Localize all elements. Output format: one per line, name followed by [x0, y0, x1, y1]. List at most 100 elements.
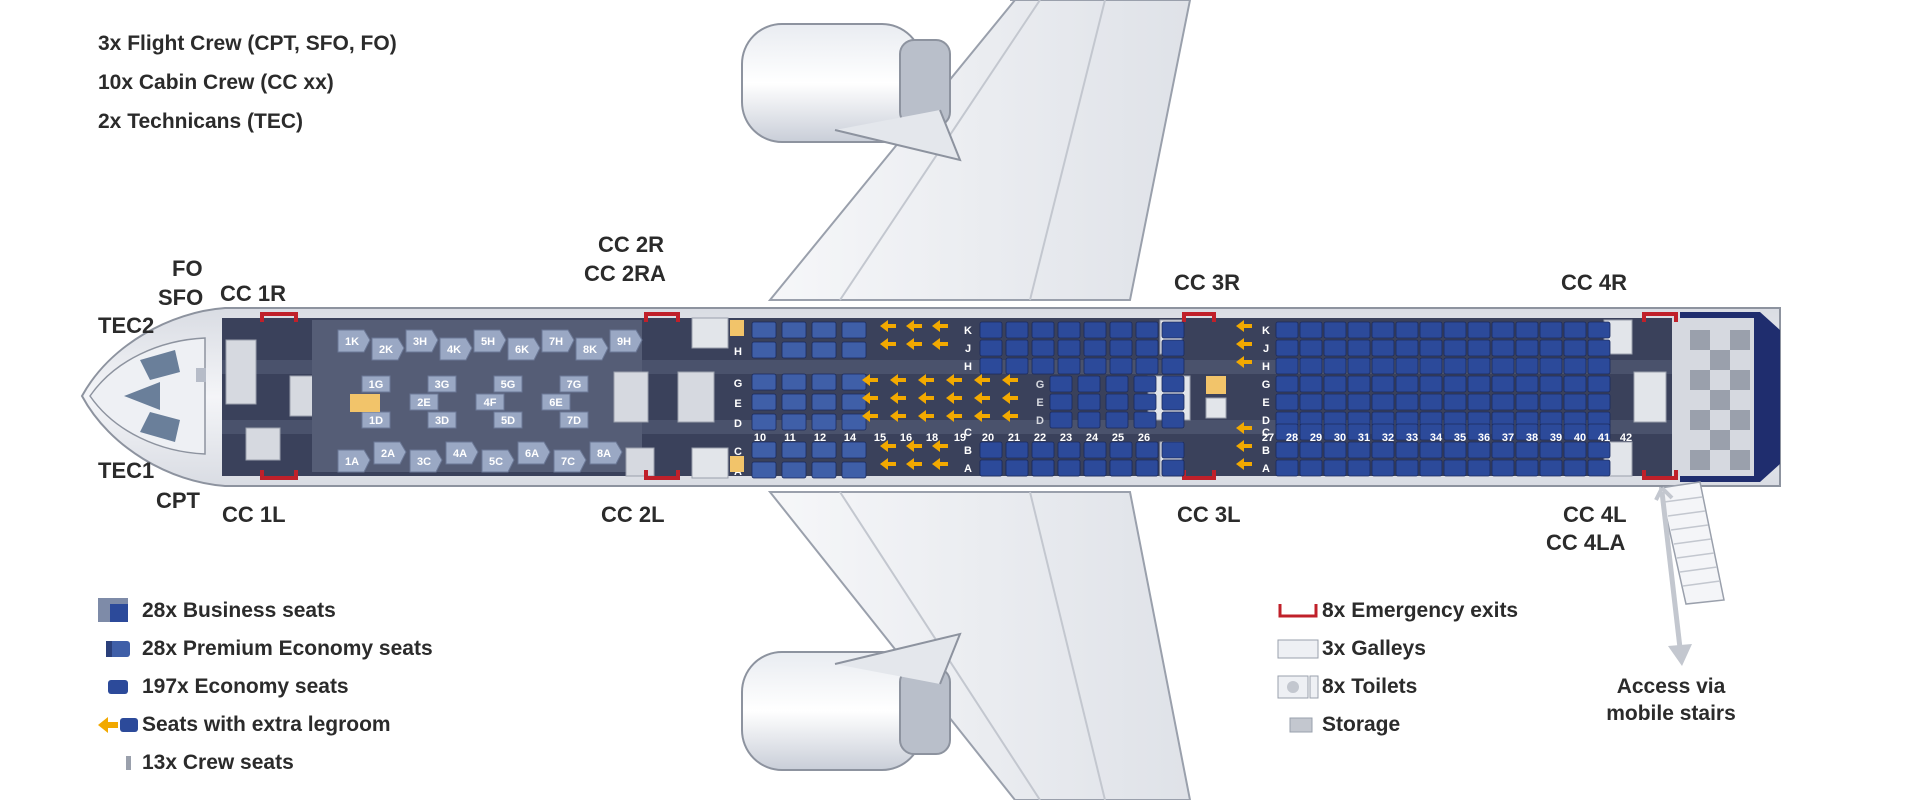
legend-item-exits: 8x Emergency exits [1276, 592, 1518, 630]
economy-seat [1587, 321, 1611, 339]
legroom-arrow [1002, 410, 1018, 422]
business-seat [541, 329, 575, 353]
economy-seat [1077, 411, 1101, 429]
crew-label-cc4r: CC 4R [1561, 270, 1628, 295]
economy-seat [1587, 393, 1611, 411]
economy-seat [1133, 375, 1157, 393]
galley-icon [1276, 636, 1322, 662]
economy-seat [1049, 393, 1073, 411]
economy-seat [1467, 423, 1491, 441]
row-number: 27 [1262, 432, 1274, 444]
business-seat [553, 449, 587, 473]
row-number: 22 [1034, 432, 1046, 444]
legroom-arrow [1236, 356, 1252, 368]
economy-seat [1109, 441, 1133, 459]
crew-label-fo: FO [172, 256, 203, 281]
economy-seat [1563, 423, 1587, 441]
business-seat-label: 5C [489, 456, 503, 468]
economy-seat [1135, 441, 1159, 459]
crew-label-sfo: SFO [158, 285, 204, 310]
extra-legroom-icon [96, 712, 142, 738]
economy-seat [1275, 459, 1299, 477]
row-number: 38 [1526, 432, 1538, 444]
row-number: 14 [844, 432, 857, 444]
economy-seat [1299, 441, 1323, 459]
business-seat [427, 375, 457, 393]
legroom-arrow [946, 374, 962, 386]
row-number: 30 [1334, 432, 1346, 444]
economy-seat [1031, 459, 1055, 477]
economy-seat [1135, 459, 1159, 477]
economy-seat [1083, 339, 1107, 357]
economy-seat [1443, 459, 1467, 477]
bulkhead-marker [350, 394, 380, 412]
bulkhead-marker [730, 456, 744, 472]
economy-seat [1299, 423, 1323, 441]
crew-label-tec2: TEC2 [98, 313, 155, 338]
business-seat-label: 3G [435, 379, 450, 391]
legend-item-legroom: Seats with extra legroom [96, 706, 433, 744]
economy-seat [1395, 393, 1419, 411]
economy-seat [1275, 321, 1299, 339]
legroom-arrow [932, 320, 948, 332]
economy-seat [1161, 411, 1185, 429]
legroom-arrow [974, 374, 990, 386]
crew-seat-icon [96, 750, 142, 776]
business-seat-label: 3C [417, 456, 431, 468]
business-seat-label: 7G [567, 379, 582, 391]
legroom-arrow [906, 458, 922, 470]
economy-seat [1563, 393, 1587, 411]
seat-letter-economy: H [964, 361, 972, 373]
economy-seat [1323, 375, 1347, 393]
legroom-arrow [946, 392, 962, 404]
economy-seat [1049, 411, 1073, 429]
economy-seat [1443, 423, 1467, 441]
business-seat-label: 5H [481, 336, 495, 348]
economy-seat [1371, 393, 1395, 411]
row-number: 24 [1086, 432, 1099, 444]
legroom-arrow [862, 392, 878, 404]
row-number: 12 [814, 432, 826, 444]
business-seat [493, 375, 523, 393]
economy-seat [1563, 459, 1587, 477]
economy-seat [1299, 375, 1323, 393]
premium-economy-seat-icon [96, 636, 142, 662]
economy-seat [1491, 339, 1515, 357]
economy-seat [1419, 459, 1443, 477]
economy-seat [1587, 339, 1611, 357]
business-seat [439, 337, 473, 361]
crew-label-cc3r: CC 3R [1174, 270, 1241, 295]
economy-seat [1419, 375, 1443, 393]
economy-seat [1515, 357, 1539, 375]
legend-text-exits: 8x Emergency exits [1322, 599, 1519, 622]
legroom-arrow [918, 374, 934, 386]
row-number: 42 [1620, 432, 1632, 444]
economy-seat [1323, 357, 1347, 375]
economy-seat [1515, 339, 1539, 357]
legroom-arrow [918, 392, 934, 404]
economy-seat [1299, 393, 1323, 411]
legend-item-premium: 28x Premium Economy seats [96, 630, 433, 668]
legroom-arrow [1002, 374, 1018, 386]
economy-seat [1347, 393, 1371, 411]
economy-seat [1395, 357, 1419, 375]
premium-economy-seat [841, 341, 867, 359]
economy-seat [1323, 321, 1347, 339]
row-number: 15 [874, 432, 886, 444]
economy-seat [1515, 321, 1539, 339]
economy-seat [1515, 459, 1539, 477]
business-seat [409, 449, 443, 473]
economy-seat [1161, 357, 1185, 375]
legroom-arrow [974, 392, 990, 404]
premium-economy-seat [811, 393, 837, 411]
economy-seat [1323, 423, 1347, 441]
economy-seat [1587, 357, 1611, 375]
economy-seat [1491, 375, 1515, 393]
economy-seat [1587, 441, 1611, 459]
legroom-arrow [1236, 422, 1252, 434]
economy-seat [1395, 375, 1419, 393]
economy-seat [1161, 339, 1185, 357]
galley-aft [1633, 371, 1667, 423]
legroom-arrow [906, 320, 922, 332]
